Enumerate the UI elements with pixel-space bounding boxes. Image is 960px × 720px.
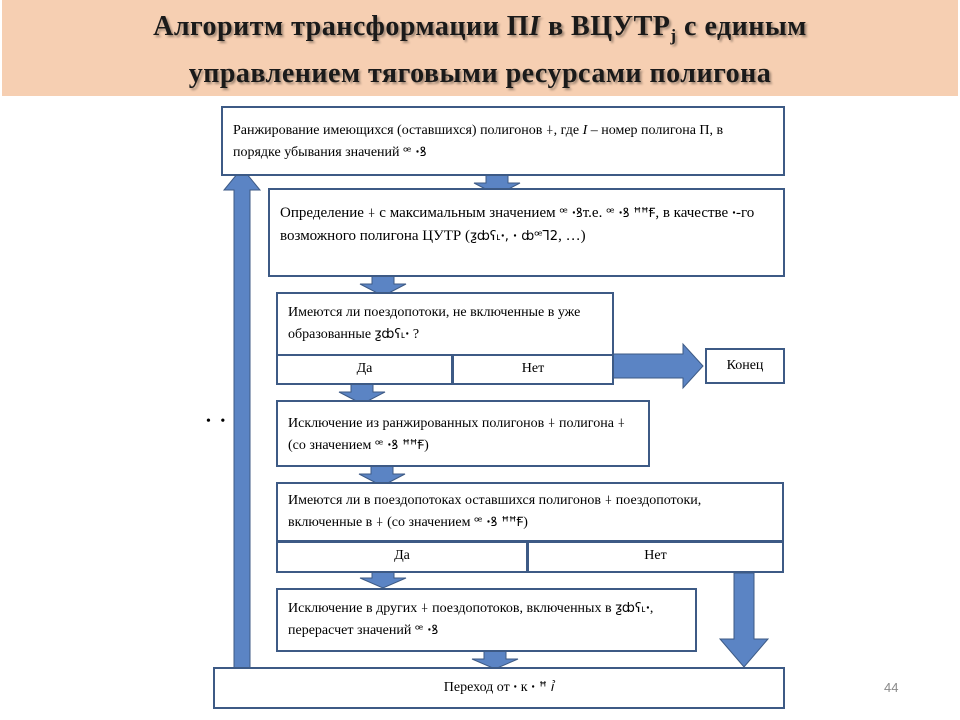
step-define-text-c: т.е. [582,205,607,221]
page-number: 44 [884,680,899,695]
symbol-polygon: ⍭ [617,416,626,431]
decision-flows-included: Имеются ли в поездопотоках оставшихся по… [276,482,784,542]
symbol-polygon: ⍭ [375,515,384,530]
step-transition-text-a: Переход от [443,680,514,695]
step-exclude-text-b: полигона [555,416,618,431]
decision1-text-a: Имеются ли поездопотоки, не включенные в… [288,305,581,342]
step-exclude-flows-text-b: поездопотоков, включенных в [428,601,616,616]
decision2-text-c: (со значением [383,515,474,530]
step-define-text-d: , в качестве [655,205,732,221]
symbol-max: ꟹ ꞏꝸ ꟸꟸꞘ [473,515,524,530]
step-exclude-flows-text-a: Исключение в других [288,601,421,616]
step-exclude-text-c: (со значением [288,438,375,453]
title-line1-a: Алгоритм трансформации П [153,11,530,42]
symbol-max: ꟹ ꞏꝸ ꟸꟸꞘ [374,438,425,453]
symbol-polygon: ⍭ [604,493,613,508]
step-exclude-text-a: Исключение из ранжированных полигонов [288,416,548,431]
symbol-polygon: ⍭ [545,123,554,138]
symbol-value: ꟹ ꞏꝸ [414,623,439,638]
arrow-yes-box6 [359,571,407,589]
symbol-polygon: ⍭ [420,601,429,616]
decision-flows-remaining: Имеются ли поездопотоки, не включенные в… [276,292,614,356]
arrow-no-end [612,342,704,390]
title-line1-i: I [529,11,541,42]
title-line1-b: в ВЦУТР [540,11,671,42]
arrow-box6-box7 [471,650,519,670]
title-line2: управлением тяговыми ресурсами полигона [188,58,772,89]
step-ranking-text-b: , где [553,123,583,138]
arrow-box2-box3 [359,275,407,297]
decision2-no: Нет [527,541,784,573]
decision2-yes: Да [276,541,528,573]
arrow-return-up [222,167,262,669]
title-line1-sub: j [670,26,677,45]
symbol-set: ƺȸʕ˪ꞏ, ꞏ ȸꟹꞀ2 [470,229,559,244]
step-define-text-b: с максимальным значением [375,205,560,221]
step-ranking: Ранжирование имеющихся (оставшихся) поли… [221,106,785,176]
decision1-yes: Да [276,354,453,385]
symbol-j-plus-one: ꞏ ꟸ ꞽ [531,680,555,695]
arrow-yes-box4 [338,383,386,405]
decision2-text-d: ) [523,515,528,530]
title-band [2,0,958,96]
decision2-text-b: поездопотоки, включенные в [288,493,702,530]
symbol-max: ꟹ ꞏꝸ ꟸꟸꞘ [606,206,656,221]
symbol-set: ƺȸʕ˪ꞏ [615,601,650,616]
step-ranking-text-a: Ранжирование имеющихся (оставшихся) поли… [233,123,546,138]
step-exclude-flows: Исключение в других ⍭ поездопотоков, вкл… [276,588,697,652]
step-exclude-flows-text-c: , перерасчет значений [288,601,654,638]
step-exclude-polygon: Исключение из ранжированных полигонов ⍭ … [276,400,650,467]
symbol-value: ꟹ ꞏꝸ [403,145,427,160]
decision2-text-a: Имеются ли в поездопотоках оставшихся по… [288,493,605,508]
arrow-box4-box5 [358,465,406,487]
stray-dots: • • [206,414,229,429]
symbol-set: ƺȸʕ˪ꞏ [374,327,410,342]
step-define-text-f: , …) [558,228,586,244]
decision1-text-b: ? [409,327,420,342]
end-node: Конец [705,348,785,384]
step-define-text-e: -го возможного полигона ЦУТР ( [280,205,755,244]
step-transition-text-b: к [517,680,532,695]
symbol-j: ꞏ [731,206,736,221]
step-define-max: Определение ⍭ с максимальным значением ꟹ… [268,188,785,277]
step-exclude-text-d: ) [424,438,429,453]
title-line1-c: с единым [676,11,807,42]
symbol-j: ꞏ [513,680,518,695]
symbol-polygon: ⍭ [367,206,376,221]
arrow-no-box7 [718,572,770,668]
symbol-value: ꟹ ꞏꝸ [559,206,583,221]
step-ranking-text-c: I [582,123,588,138]
step-ranking-text-d: – номер полигона П, в порядке убывания з… [233,123,724,160]
step-transition: Переход от ꞏ к ꞏ ꟸ ꞽ [213,667,785,709]
symbol-polygon: ⍭ [547,416,556,431]
decision1-no: Нет [452,354,614,385]
slide-title: Алгоритм трансформации ПI в ВЦУТРj с еди… [0,8,960,93]
step-define-text-a: Определение [280,205,368,221]
